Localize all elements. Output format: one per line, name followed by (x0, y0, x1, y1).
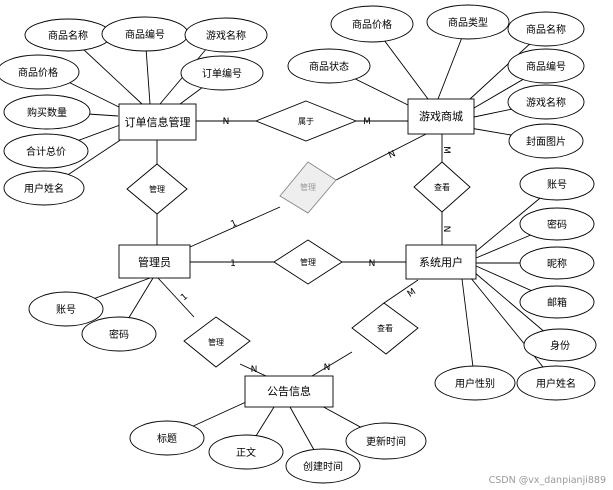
attr-label: 用户性别 (455, 377, 495, 390)
rel-label-manage-user: 管理 (300, 257, 316, 267)
attr-shop-game-name (507, 84, 585, 120)
entity-order (118, 103, 197, 141)
attr-label: 合计总价 (26, 145, 66, 158)
entity-user (405, 244, 477, 280)
attr-order-id (180, 55, 264, 91)
card-notice-manage: N (251, 365, 258, 375)
watermark: CSDN @vx_danpianji889 (489, 475, 606, 486)
entity-boxes (118, 98, 477, 408)
attr-label: 商品价格 (352, 18, 392, 31)
attr-admin-account (28, 291, 104, 327)
card-user-view-shop: N (441, 226, 451, 233)
attr-label: 商品类型 (448, 16, 488, 29)
attr-notice-body (208, 434, 284, 470)
attr-label: 密码 (109, 328, 129, 341)
attr-shop-cover-image (508, 123, 584, 159)
rel-label-view-shop: 查看 (434, 182, 450, 192)
attr-label: 商品名称 (48, 29, 88, 42)
card-shop-view: M (441, 146, 451, 154)
rel-label-manage-order: 管理 (149, 184, 165, 194)
card-admin-manage-shop: 1 (229, 218, 238, 229)
attr-user-password (519, 207, 595, 241)
attr-user-gender (434, 365, 516, 401)
attr-shop-product-id (507, 48, 585, 84)
attr-shop-product-name (507, 11, 585, 47)
rel-view-notice (351, 302, 419, 355)
entity-label-shop: 游戏商城 (419, 109, 463, 123)
attr-user-nickname (519, 246, 595, 280)
attr-label: 账号 (56, 304, 76, 316)
attr-label: 游戏名称 (206, 29, 246, 42)
attr-user-email (519, 285, 595, 319)
attr-label: 商品名称 (526, 23, 566, 36)
rel-view-shop (413, 161, 471, 213)
attr-order-quantity (3, 94, 91, 130)
attr-label: 商品价格 (18, 66, 58, 79)
entity-labels: 订单信息管理 游戏商城 管理员 系统用户 公告信息 (125, 109, 464, 398)
attr-label: 用户姓名 (24, 182, 64, 195)
entity-notice (244, 375, 334, 408)
attr-user-identity (523, 328, 597, 362)
attr-label: 封面图片 (526, 135, 566, 148)
attr-label: 更新时间 (366, 435, 406, 448)
attr-admin-password (81, 316, 157, 352)
card-shop-manage: N (387, 149, 397, 161)
attr-order-price (0, 54, 80, 90)
rel-manage-notice (183, 316, 251, 368)
attr-shop-price (330, 5, 414, 43)
rel-label-view-notice: 查看 (377, 323, 393, 333)
attr-label: 商品编号 (125, 28, 165, 41)
attr-label: 购买数量 (27, 106, 67, 119)
rel-label-manage-shop: 管理 (300, 182, 316, 192)
attribute-labels: 商品名称 商品编号 游戏名称 商品价格 订单编号 购买数量 合计总价 用户姓名 … (18, 16, 576, 473)
rel-label-manage-notice: 管理 (208, 337, 224, 347)
attr-notice-updated (345, 422, 427, 460)
rel-belongs (254, 100, 358, 142)
attr-label: 正文 (236, 446, 256, 459)
entity-label-admin: 管理员 (138, 255, 171, 269)
attr-label: 标题 (157, 433, 177, 445)
rel-manage-shop (279, 161, 337, 214)
attr-order-total (3, 133, 89, 169)
attr-notice-created (285, 448, 361, 484)
entity-admin (118, 244, 191, 279)
entity-label-user: 系统用户 (419, 255, 463, 269)
attr-label: 商品编号 (526, 60, 566, 73)
entity-shop (407, 98, 475, 135)
attr-label: 用户姓名 (536, 377, 576, 390)
card-shop-belongs: M (363, 117, 371, 127)
attr-label: 昵称 (547, 257, 567, 270)
relationship-diamonds (126, 100, 471, 368)
card-notice-view: N (324, 363, 331, 373)
attr-label: 身份 (550, 339, 570, 352)
card-user-view-notice: M (406, 287, 418, 300)
attr-label: 账号 (547, 179, 567, 191)
entity-label-notice: 公告信息 (267, 384, 311, 398)
attr-label: 订单编号 (202, 67, 242, 80)
attr-label: 邮箱 (547, 296, 567, 309)
rel-label-belongs: 属于 (298, 117, 314, 126)
relationship-labels: 属于 管理 管理 查看 管理 管理 查看 (149, 117, 450, 347)
card-order-belongs: N (223, 117, 230, 127)
attr-user-account (519, 167, 595, 201)
entity-label-order: 订单信息管理 (125, 115, 191, 129)
attr-shop-status (287, 48, 371, 84)
attr-notice-title (129, 420, 205, 456)
attr-label: 游戏名称 (526, 96, 566, 109)
attribute-ellipses (0, 4, 597, 484)
attr-order-game-name (184, 17, 268, 53)
rel-manage-order (126, 163, 188, 215)
attr-label: 创建时间 (303, 460, 343, 473)
attr-order-user-name (3, 170, 85, 206)
card-admin-manage-notice: 1 (179, 292, 190, 303)
attr-user-name (516, 365, 596, 401)
card-admin-manage-user: 1 (230, 259, 236, 269)
card-user-manage: N (369, 259, 376, 269)
attr-label: 密码 (547, 218, 567, 231)
rel-manage-user (273, 239, 343, 285)
attr-label: 商品状态 (309, 60, 349, 73)
attr-shop-type (426, 4, 510, 40)
